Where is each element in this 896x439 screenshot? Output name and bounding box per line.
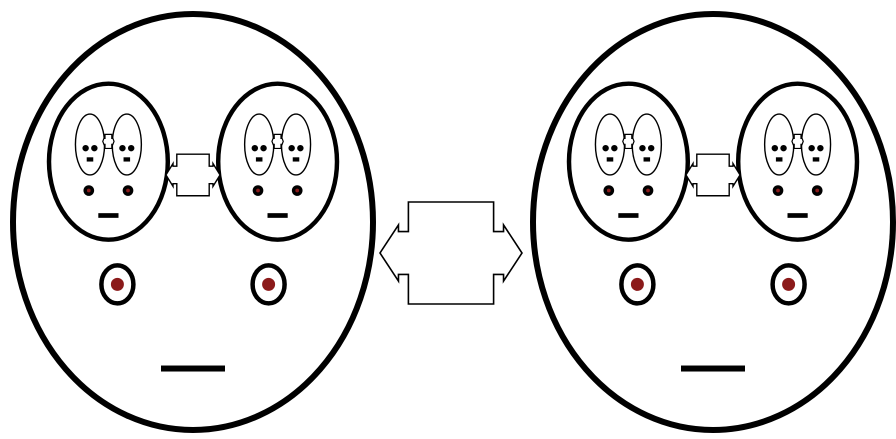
face-right — [533, 14, 893, 430]
mid-right-pupil — [815, 189, 819, 193]
mid-mouth — [98, 213, 118, 218]
tiny-left-eye — [772, 145, 778, 151]
tiny-face-right — [112, 114, 141, 175]
mid-left-pupil — [87, 189, 91, 193]
tiny-left-eye — [82, 145, 88, 151]
tiny-double-arrow — [272, 134, 283, 148]
tiny-face-left — [75, 114, 104, 175]
mid-mouth — [618, 213, 638, 218]
tiny-face-outline — [801, 114, 830, 175]
mid-right-pupil — [646, 189, 650, 193]
tiny-face-right — [801, 114, 830, 175]
tiny-right-eye — [297, 145, 303, 151]
tiny-double-arrow — [623, 134, 634, 148]
pupil-left — [111, 278, 124, 291]
mid-left-pupil — [776, 189, 780, 193]
tiny-right-eye — [260, 145, 266, 151]
pupil-right — [262, 278, 275, 291]
tiny-face-outline — [281, 114, 310, 175]
tiny-mouth — [293, 157, 300, 161]
tiny-face-outline — [75, 114, 104, 175]
mid-right-pupil — [295, 189, 299, 193]
tiny-left-eye — [639, 145, 645, 151]
tiny-face-right — [632, 114, 661, 175]
tiny-right-eye — [91, 145, 97, 151]
tiny-right-eye — [780, 145, 786, 151]
tiny-left-eye — [288, 145, 294, 151]
tiny-face-left — [245, 114, 274, 175]
center-double-arrow — [380, 202, 522, 304]
tiny-left-eye — [252, 145, 258, 151]
tiny-mouth — [813, 157, 820, 161]
tiny-face-outline — [112, 114, 141, 175]
mid-face-left — [49, 84, 168, 240]
tiny-mouth — [256, 157, 263, 161]
tiny-mouth — [607, 157, 614, 161]
mid-mouth — [788, 213, 808, 218]
mid-mouth — [268, 213, 288, 218]
mid-left-pupil — [256, 189, 260, 193]
tiny-face-outline — [595, 114, 624, 175]
tiny-left-eye — [602, 145, 608, 151]
tiny-right-eye — [128, 145, 134, 151]
tiny-double-arrow — [792, 134, 803, 148]
tiny-mouth — [124, 157, 131, 161]
tiny-left-eye — [808, 145, 814, 151]
tiny-face-outline — [765, 114, 794, 175]
face-left — [13, 14, 373, 430]
tiny-face-left — [595, 114, 624, 175]
mid-face-left — [569, 84, 688, 240]
mouth — [681, 366, 745, 372]
pupil-right — [782, 278, 795, 291]
tiny-mouth — [644, 157, 651, 161]
tiny-mouth — [87, 157, 94, 161]
tiny-right-eye — [611, 145, 617, 151]
mid-right-pupil — [126, 189, 130, 193]
mouth — [161, 366, 225, 372]
mid-face-right — [218, 84, 337, 240]
tiny-face-right — [281, 114, 310, 175]
tiny-face-outline — [632, 114, 661, 175]
tiny-right-eye — [817, 145, 823, 151]
tiny-right-eye — [648, 145, 654, 151]
tiny-face-left — [765, 114, 794, 175]
tiny-double-arrow — [103, 134, 114, 148]
mid-left-pupil — [607, 189, 611, 193]
tiny-mouth — [776, 157, 783, 161]
tiny-face-outline — [245, 114, 274, 175]
mid-face-right — [738, 84, 857, 240]
pupil-left — [631, 278, 644, 291]
tiny-left-eye — [119, 145, 125, 151]
